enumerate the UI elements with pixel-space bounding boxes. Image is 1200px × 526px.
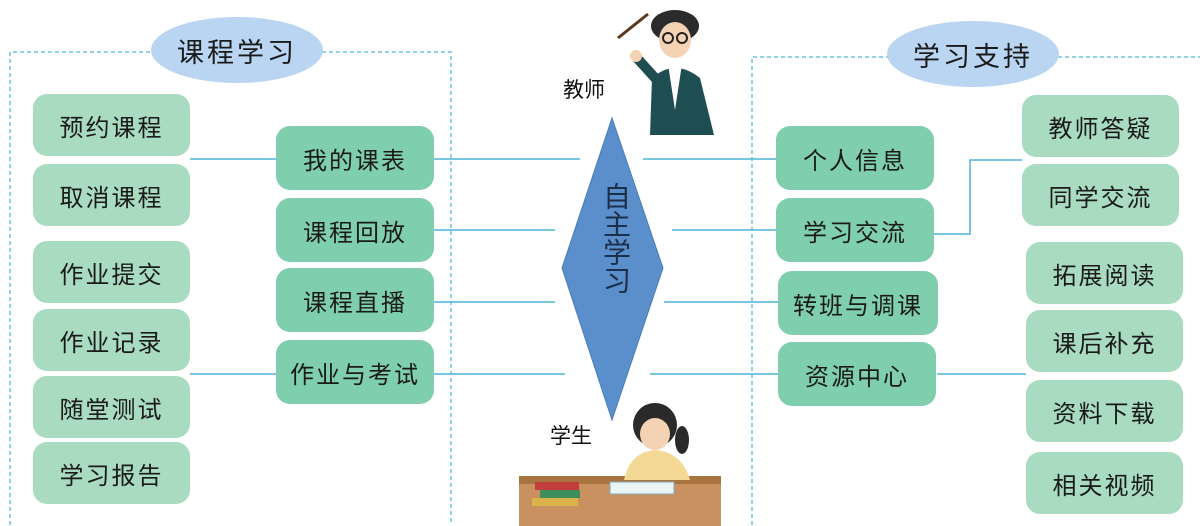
right-branch-3[interactable]: 转班与调课 (778, 271, 938, 335)
left-leaf-1[interactable]: 预约课程 (33, 94, 190, 156)
right-section-frame (751, 56, 1200, 525)
right-leaf-1[interactable]: 教师答疑 (1022, 95, 1179, 157)
student-label: 学生 (550, 424, 592, 448)
right-leaf-2[interactable]: 同学交流 (1022, 164, 1179, 226)
right-branch-1[interactable]: 个人信息 (776, 126, 934, 190)
center-diamond (561, 116, 664, 422)
right-leaf-6[interactable]: 相关视频 (1026, 452, 1183, 514)
center-label: 自主学习 (599, 182, 632, 294)
right-leaf-4[interactable]: 课后补充 (1026, 310, 1183, 372)
right-branch-2[interactable]: 学习交流 (776, 198, 934, 262)
left-leaf-4[interactable]: 作业记录 (33, 309, 190, 371)
right-leaf-5[interactable]: 资料下载 (1026, 380, 1183, 442)
left-leaf-5[interactable]: 随堂测试 (33, 376, 190, 438)
teacher-illustration (617, 10, 714, 135)
left-section-title: 课程学习 (151, 17, 323, 83)
left-branch-1[interactable]: 我的课表 (276, 126, 434, 190)
left-leaf-2[interactable]: 取消课程 (33, 164, 190, 226)
right-leaf-3[interactable]: 拓展阅读 (1026, 242, 1183, 304)
left-branch-3[interactable]: 课程直播 (276, 268, 434, 332)
right-section-title: 学习支持 (887, 21, 1059, 87)
student-illustration (519, 403, 721, 526)
right-branch-4[interactable]: 资源中心 (778, 342, 936, 406)
left-section-frame (9, 51, 452, 525)
left-leaf-6[interactable]: 学习报告 (33, 442, 190, 504)
left-leaf-3[interactable]: 作业提交 (33, 241, 190, 303)
teacher-label: 教师 (563, 78, 605, 102)
left-branch-4[interactable]: 作业与考试 (276, 340, 434, 404)
connector-leaf-right-1 (934, 159, 1022, 235)
left-branch-2[interactable]: 课程回放 (276, 198, 434, 262)
